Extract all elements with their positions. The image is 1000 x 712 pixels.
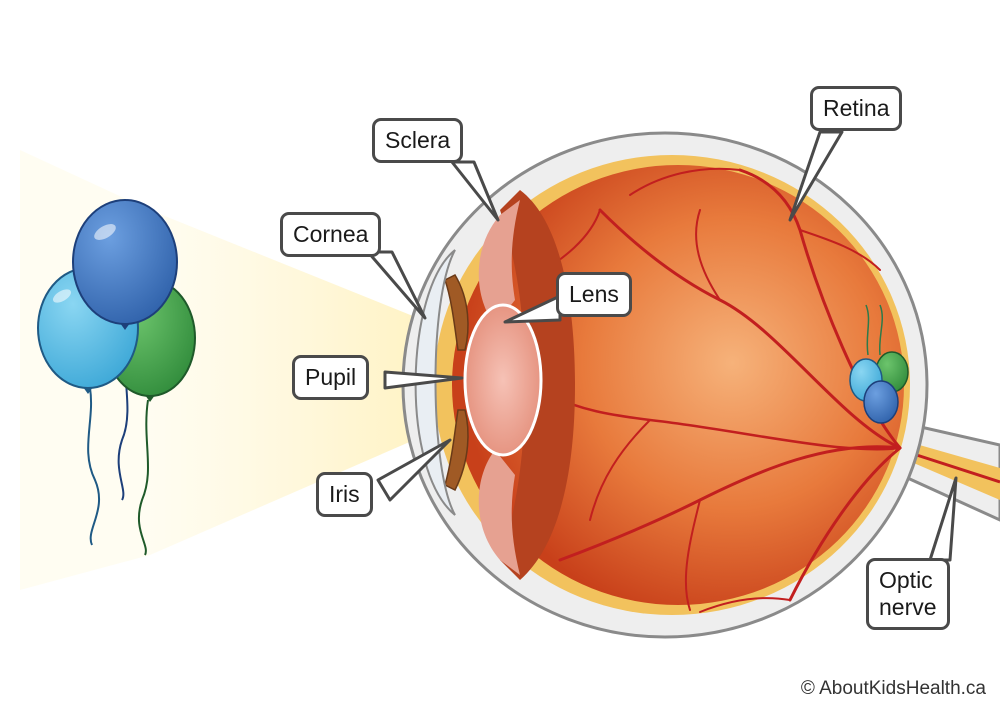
inverted-balloon-image [849, 304, 909, 424]
iris-shape [444, 274, 469, 351]
balloons [37, 199, 196, 556]
ciliary-lower [478, 450, 520, 575]
retina-pointer [788, 130, 844, 222]
optic-nerve-label-line2: nerve [879, 594, 937, 620]
ciliary-upper [478, 200, 520, 325]
optic-nerve-label: Optic nerve [866, 558, 950, 630]
optic-nerve-label-line1: Optic [879, 567, 933, 593]
blood-vessels [544, 167, 902, 613]
sclera-pointer [450, 160, 500, 222]
iris-shape-lower [444, 409, 469, 492]
pupil-pointer [383, 370, 464, 390]
lens-label: Lens [556, 272, 632, 317]
cornea-label: Cornea [280, 212, 382, 257]
sclera-label: Sclera [372, 118, 464, 163]
iris-pointer [376, 438, 452, 502]
retina-label: Retina [810, 86, 903, 131]
lens-shape [463, 303, 543, 457]
pupil-label: Pupil [292, 355, 370, 400]
copyright-text: © AboutKidsHealth.ca [800, 678, 986, 699]
iris-label: Iris [316, 472, 373, 517]
